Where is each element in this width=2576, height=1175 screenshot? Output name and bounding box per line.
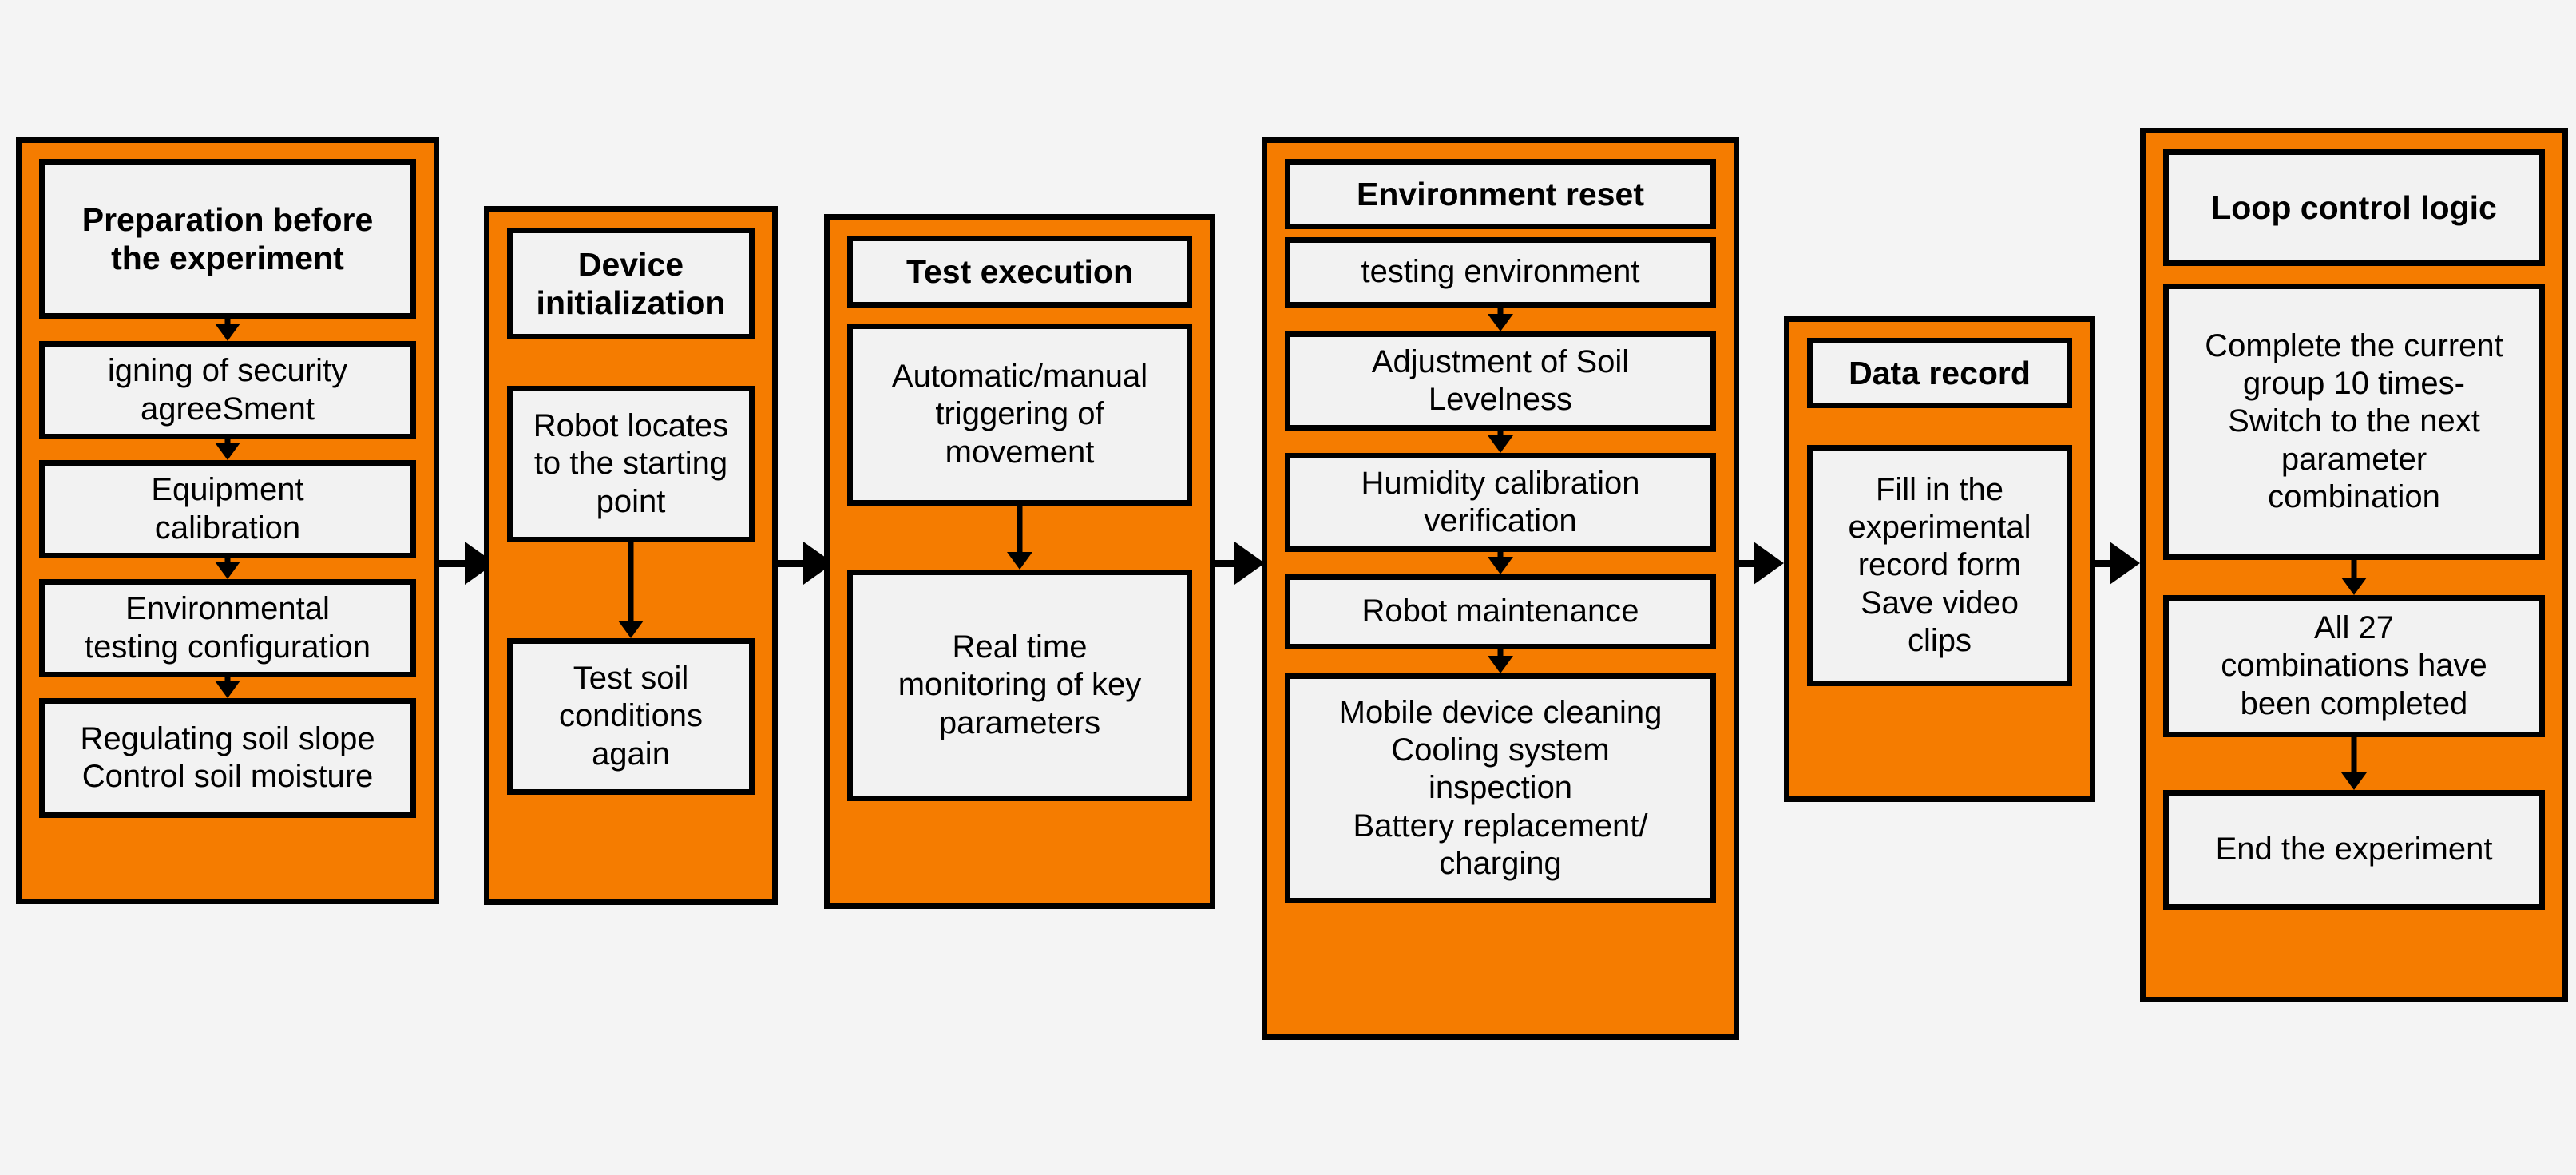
connector-test-execution-to-environment-reset [1215, 542, 1265, 585]
connector-shaft [1739, 559, 1754, 567]
connector-shaft [2095, 559, 2110, 567]
node-automatic-manual-triggering[interactable]: Automatic/manual triggering of movement [847, 324, 1192, 506]
connector-shaft [439, 559, 465, 567]
node-end-the-experiment[interactable]: End the experiment [2163, 790, 2545, 910]
arrow-right-icon [2110, 542, 2140, 585]
stage-environment-reset[interactable]: Environment reset testing environment Ad… [1262, 137, 1739, 1040]
stage-data-record-header: Data record [1807, 338, 2072, 408]
arrow-down-icon [1285, 552, 1716, 574]
node-testing-environment[interactable]: testing environment [1285, 237, 1716, 308]
node-robot-maintenance[interactable]: Robot maintenance [1285, 574, 1716, 649]
arrow-down-icon [39, 558, 416, 579]
node-fill-experimental-record-form[interactable]: Fill in the experimental record form Sav… [1807, 445, 2072, 686]
node-test-soil-conditions-again[interactable]: Test soil conditions again [507, 638, 755, 795]
arrow-down-icon [507, 542, 755, 638]
arrow-down-icon [39, 319, 416, 341]
stage-device-initialization[interactable]: Device initialization Robot locates to t… [484, 206, 778, 905]
connector-data-record-to-loop-control-logic [2095, 542, 2140, 585]
stage-preparation[interactable]: Preparation before the experiment igning… [16, 137, 439, 904]
node-real-time-monitoring-key-parameters[interactable]: Real time monitoring of key parameters [847, 570, 1192, 801]
arrow-down-icon [2163, 737, 2545, 790]
arrow-right-icon [1234, 542, 1265, 585]
connector-environment-reset-to-data-record [1739, 542, 1784, 585]
node-humidity-calibration-verification[interactable]: Humidity calibration verification [1285, 453, 1716, 552]
stage-test-execution[interactable]: Test execution Automatic/manual triggeri… [824, 214, 1215, 909]
arrow-down-icon [39, 677, 416, 698]
arrow-down-icon [847, 506, 1192, 570]
arrow-down-icon [1285, 308, 1716, 331]
arrow-down-icon [1285, 649, 1716, 673]
connector-shaft [1215, 559, 1234, 567]
node-signing-of-security-agreement[interactable]: igning of security agreeSment [39, 341, 416, 439]
node-robot-locates-to-starting-point[interactable]: Robot locates to the starting point [507, 386, 755, 542]
arrow-right-icon [1754, 542, 1784, 585]
arrow-down-icon [1285, 431, 1716, 453]
node-environmental-testing-configuration[interactable]: Environmental testing configuration [39, 579, 416, 677]
stage-preparation-header: Preparation before the experiment [39, 159, 416, 319]
stage-loop-control-logic[interactable]: Loop control logic Complete the current … [2140, 128, 2568, 1002]
stage-test-execution-header: Test execution [847, 236, 1192, 308]
arrow-down-icon [39, 439, 416, 460]
node-regulating-soil-slope[interactable]: Regulating soil slope Control soil moist… [39, 698, 416, 818]
node-mobile-device-cleaning[interactable]: Mobile device cleaning Cooling system in… [1285, 673, 1716, 903]
connector-shaft [778, 559, 803, 567]
stage-device-initialization-header: Device initialization [507, 228, 755, 339]
node-equipment-calibration[interactable]: Equipment calibration [39, 460, 416, 558]
node-adjustment-of-soil-levelness[interactable]: Adjustment of Soil Levelness [1285, 331, 1716, 431]
node-all-27-combinations-completed[interactable]: All 27 combinations have been completed [2163, 595, 2545, 737]
node-complete-current-group-10-times[interactable]: Complete the current group 10 times- Swi… [2163, 284, 2545, 560]
stage-environment-reset-header: Environment reset [1285, 159, 1716, 229]
arrow-down-icon [2163, 560, 2545, 595]
stage-loop-control-logic-header: Loop control logic [2163, 149, 2545, 266]
stage-data-record[interactable]: Data record Fill in the experimental rec… [1784, 316, 2095, 802]
